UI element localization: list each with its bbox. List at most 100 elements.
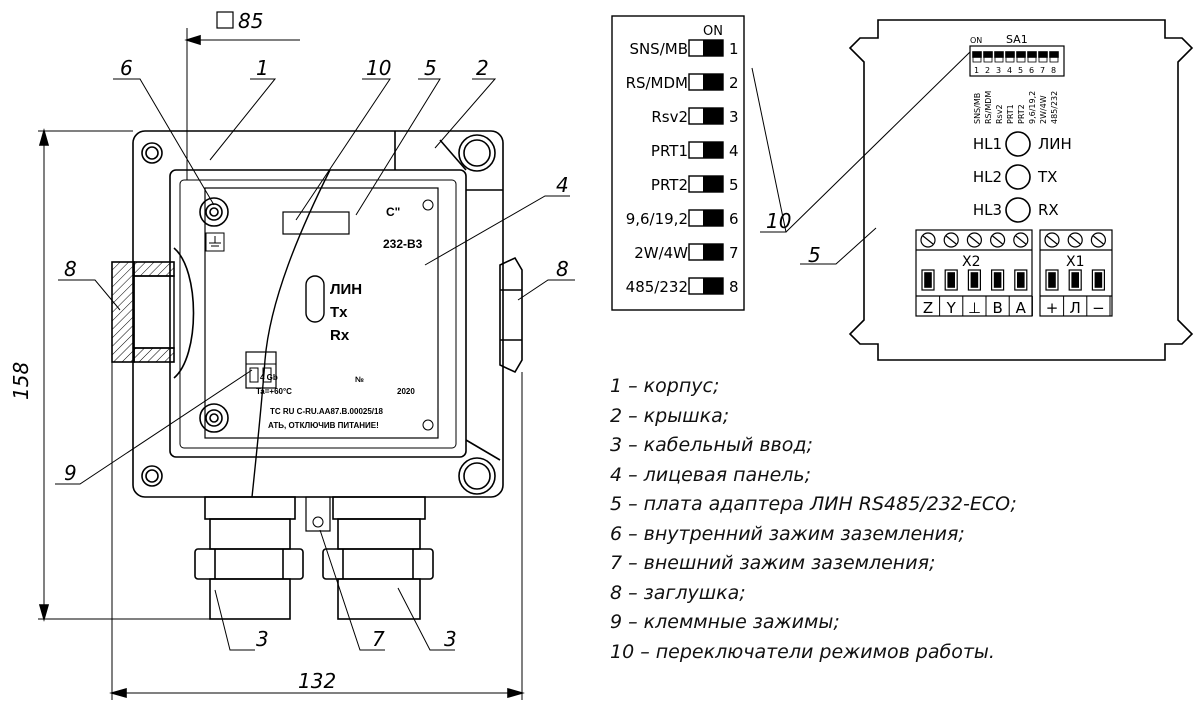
- panel-warning-text: АТЬ, ОТКЛЮЧИВ ПИТАНИЕ!: [268, 421, 379, 430]
- callout-8-left: 8: [64, 257, 77, 281]
- led-name-label: RX: [1038, 201, 1059, 219]
- dip-switch-label: 485/232: [626, 278, 688, 296]
- led-id-label: HL2: [973, 168, 1002, 186]
- led-id-label: HL1: [973, 135, 1002, 153]
- sa1-key-lever: [1038, 51, 1048, 58]
- x1-label: X1: [1066, 254, 1085, 270]
- adapter-board: [800, 19, 1194, 361]
- dip-switch-row: PRT2 5: [651, 175, 739, 194]
- x1-pin-label: −: [1092, 299, 1105, 317]
- dim-height-158: 158: [9, 362, 33, 400]
- dip-detail-callout: 10: [766, 209, 791, 233]
- led-hl1: [1005, 131, 1031, 157]
- panel-led-label-rx: Rx: [330, 327, 350, 344]
- dip-switch-lever: [703, 210, 723, 226]
- panel-led-label-tx: Tx: [330, 304, 348, 321]
- sa1-number: 2: [985, 66, 990, 75]
- dip-switch-number: 3: [729, 108, 739, 126]
- x1-pin-label: +: [1046, 299, 1059, 317]
- panel-year-text: 2020: [397, 387, 415, 396]
- dip-switch-lever: [703, 74, 723, 90]
- sa1-number: 7: [1040, 66, 1045, 75]
- dip-switch-label: RS/MDM: [626, 74, 688, 92]
- enclosure-body: [132, 130, 504, 498]
- enclosure-drawing: [38, 11, 575, 700]
- panel-temp-text: Ta=+60°C: [256, 387, 292, 396]
- sa1-function-label: 2W/4W: [1039, 95, 1048, 124]
- dip-switch-lever: [703, 108, 723, 124]
- dip-switch-label: 9,6/19,2: [626, 210, 688, 228]
- dip-switch-label: Rsv2: [651, 108, 688, 126]
- dip-switch-lever: [703, 142, 723, 158]
- callout-7: 7: [372, 627, 385, 651]
- dip-switch-number: 8: [729, 278, 739, 296]
- dip-switch-lever: [703, 278, 723, 294]
- dim-square-85: 85: [238, 9, 263, 33]
- dip-switch-number: 2: [729, 74, 739, 92]
- dip-switch-number: 5: [729, 176, 739, 194]
- sa1-number: 1: [974, 66, 979, 75]
- terminal-x1: [1039, 229, 1113, 317]
- dip-switch-lever: [703, 176, 723, 192]
- sa1-number: 3: [996, 66, 1001, 75]
- legend-item: 8 – заглушка;: [610, 581, 746, 604]
- internal-ground-screw: [199, 403, 229, 433]
- legend-item: 7 – внешний зажим заземления;: [610, 552, 936, 574]
- panel-cert-text: TC RU C-RU.AA87.B.00025/18: [270, 407, 383, 416]
- led-name-label: ЛИН: [1038, 135, 1072, 153]
- sa1-key-lever: [972, 51, 982, 58]
- dip-switch-row: SNS/MB 1: [629, 39, 739, 58]
- sa1-key-lever: [1027, 51, 1037, 58]
- x2-pin-label: Y: [946, 299, 957, 317]
- callout-3-right: 3: [444, 627, 457, 651]
- dip-switch-label: PRT2: [651, 176, 688, 194]
- callout-5: 5: [424, 56, 437, 80]
- corner-screw: [141, 142, 163, 164]
- dip-switch-number: 1: [729, 40, 739, 58]
- dip-switch-number: 7: [729, 244, 739, 262]
- panel-markings: ЛИН Tx Rx 232-В3 C" 4 Gb Ta=+60°C № 2020…: [256, 205, 423, 430]
- panel-no-text: №: [355, 375, 364, 384]
- callout-2: 2: [476, 56, 489, 80]
- dip-switch-row: RS/MDM 2: [626, 73, 739, 92]
- callout-4: 4: [556, 173, 569, 197]
- sa1-key-lever: [994, 51, 1004, 58]
- x2-pin-label: Z: [923, 299, 933, 317]
- sa1-dip-switch: [969, 45, 1065, 77]
- callout-9: 9: [64, 461, 77, 485]
- sa1-label: SA1: [1006, 33, 1028, 46]
- led-hl3: [1005, 197, 1031, 223]
- legend-item: 3 – кабельный ввод;: [610, 434, 813, 456]
- dip-switch-label: SNS/MB: [629, 40, 688, 58]
- callout-6: 6: [120, 56, 133, 80]
- dip-switch-row: 485/232 8: [626, 277, 739, 296]
- sa1-function-label: Rsv2: [995, 104, 1004, 124]
- led-window: [305, 275, 325, 323]
- legend-item: 2 – крышка;: [610, 404, 730, 427]
- internal-ground-screw: [199, 197, 229, 227]
- enclosure-cover: [169, 169, 467, 458]
- corner-screw: [458, 134, 496, 172]
- dip-switch-lever: [703, 244, 723, 260]
- legend-item: 1 – корпус;: [610, 375, 720, 397]
- dip-switch-row: Rsv2 3: [651, 107, 739, 126]
- board-callout: 5: [808, 243, 821, 267]
- sa1-key-lever: [1005, 51, 1015, 58]
- terminal-clamps: [245, 351, 277, 389]
- corner-screw: [141, 465, 163, 487]
- dip-switch-lever: [703, 40, 723, 56]
- plug-left: [111, 247, 195, 379]
- callout-1: 1: [256, 56, 269, 80]
- x1-pin-label: Л: [1070, 299, 1081, 317]
- sa1-function-label: RS/MDM: [984, 91, 993, 124]
- panel-rating-text: 4 Gb: [260, 373, 278, 382]
- sa1-function-label: SNS/MB: [973, 93, 982, 124]
- legend: 1 – корпус; 2 – крышка; 3 – кабельный ввод…: [610, 372, 1130, 667]
- callout-10: 10: [366, 56, 391, 80]
- external-ground-clamp: [305, 496, 331, 532]
- sa1-function-label: 485/232: [1050, 91, 1059, 124]
